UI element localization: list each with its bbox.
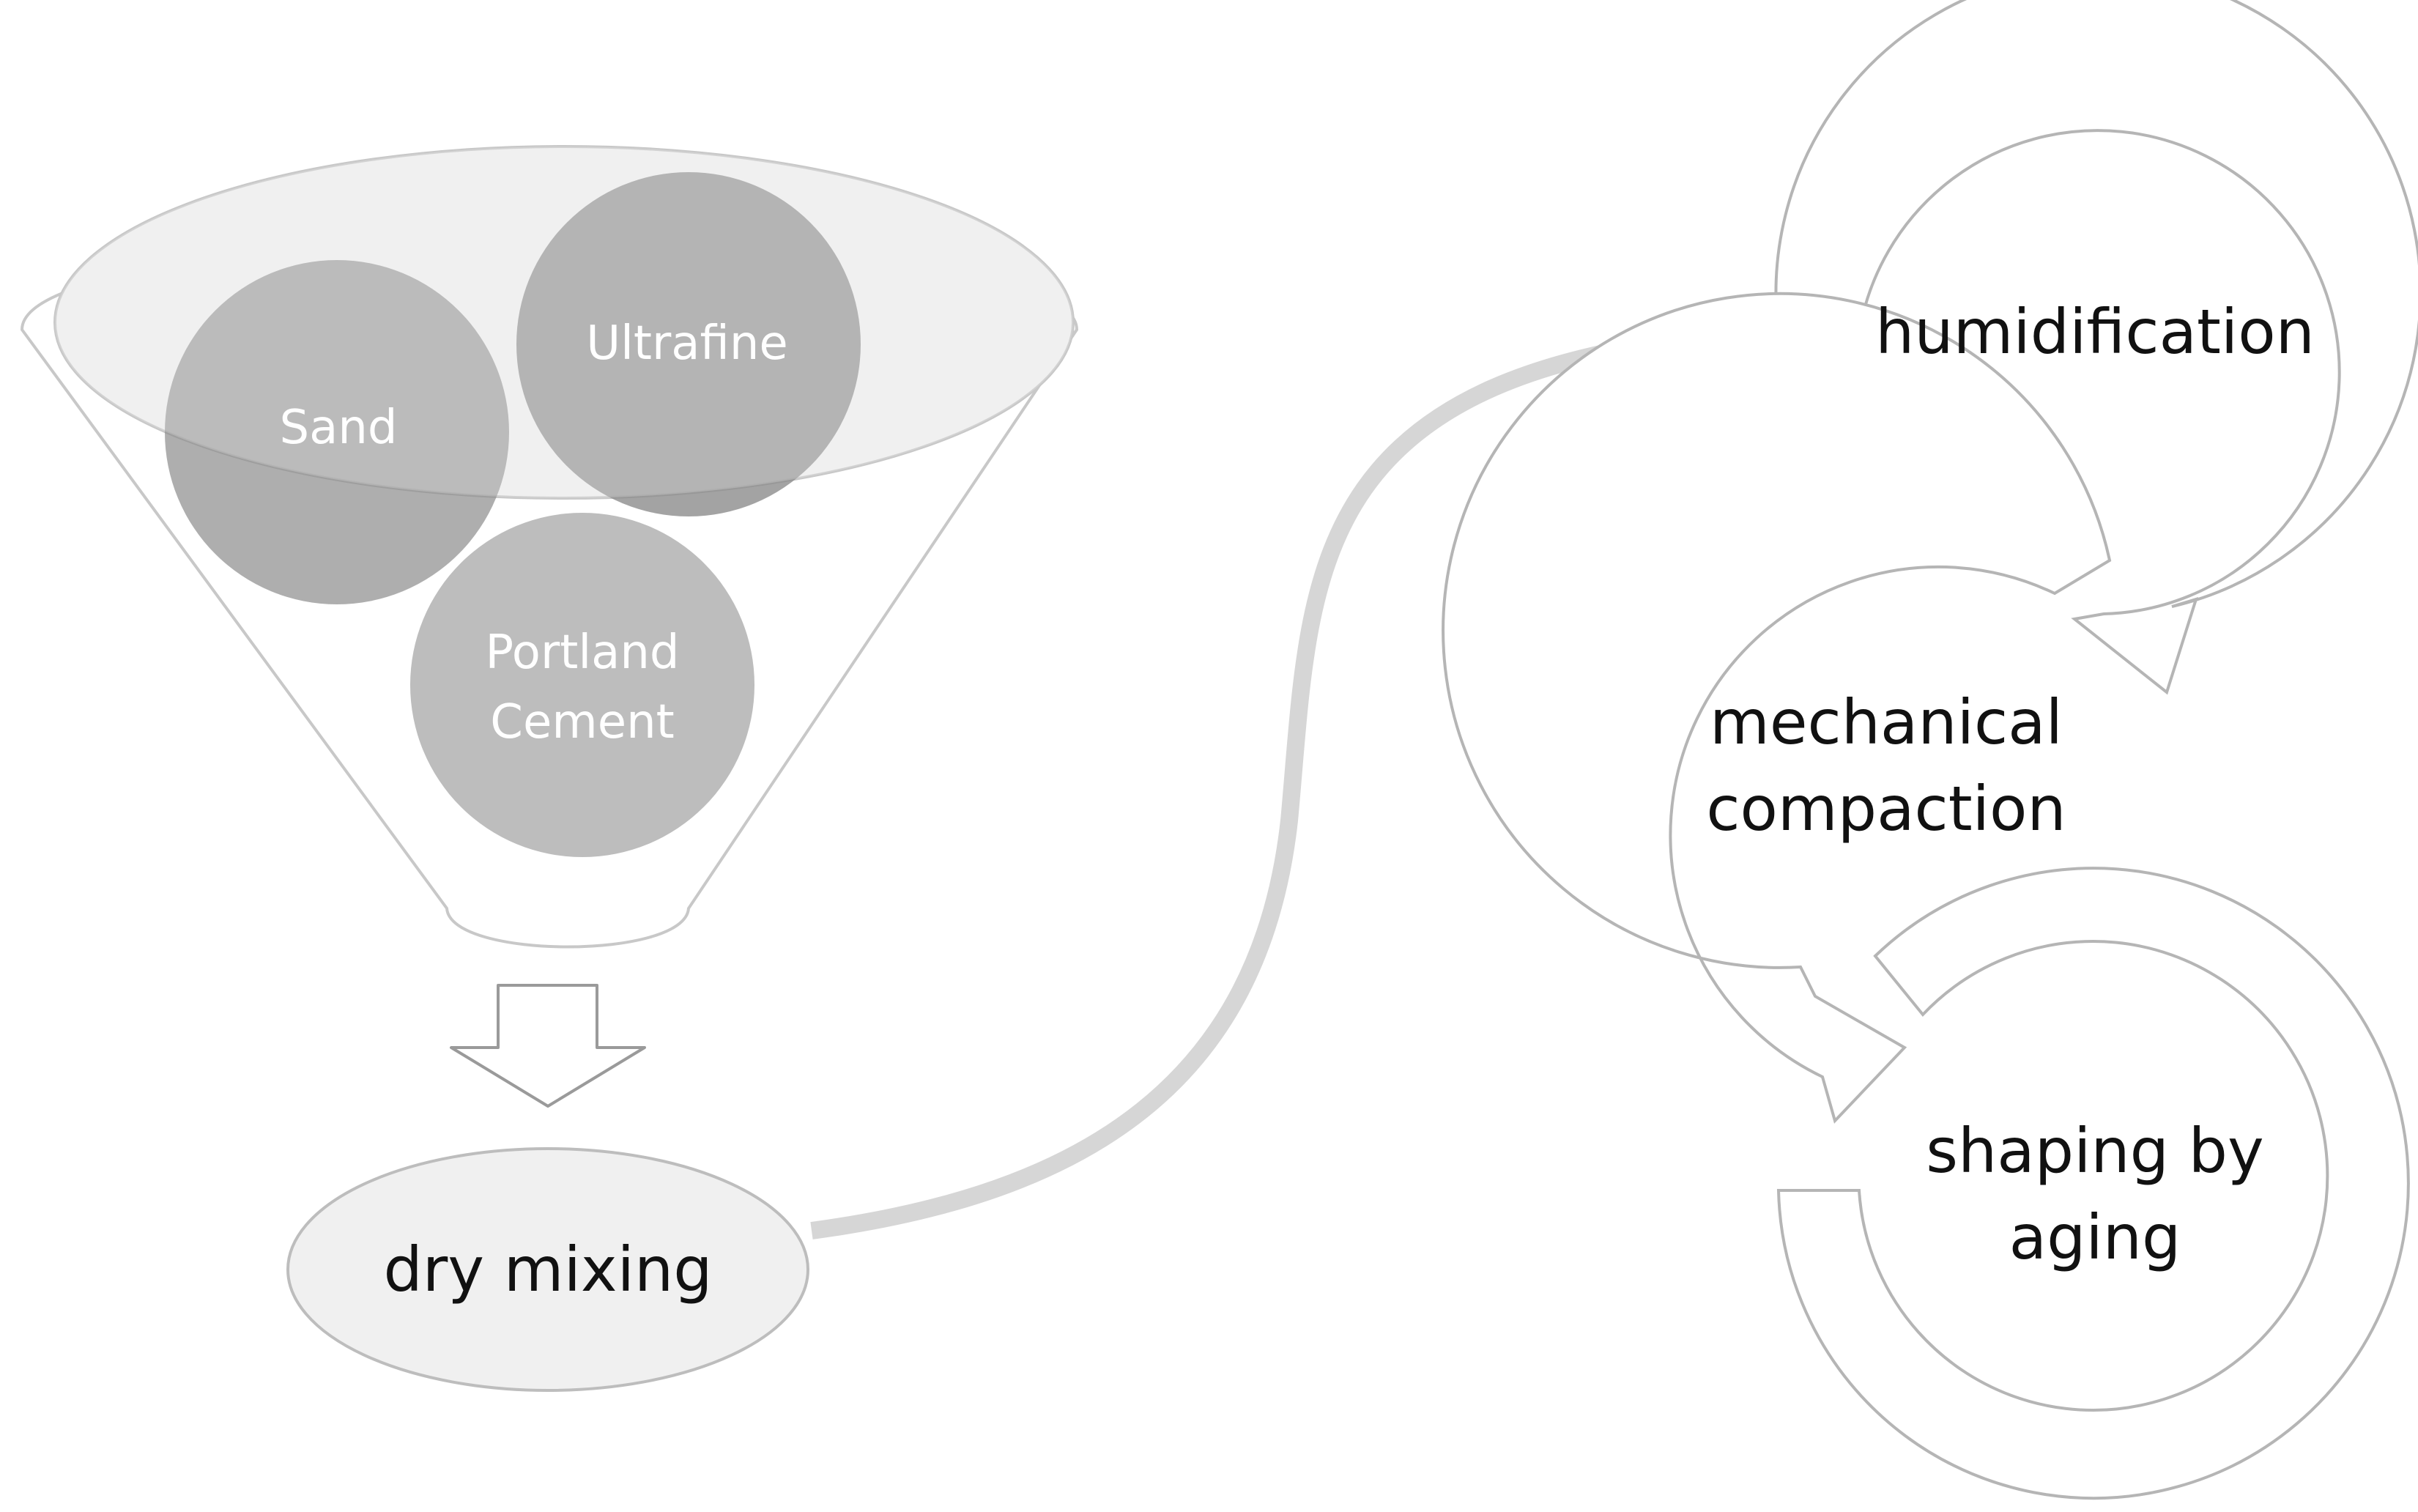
- compaction-arc: [1442, 292, 2112, 1124]
- shaping-label-line1: shaping by: [1926, 1115, 2263, 1187]
- shaping-ring: [1776, 867, 2410, 1500]
- compaction-ring: [1442, 292, 2112, 1124]
- humidification-ring: [1774, 0, 2418, 695]
- dry-mixing-node: [286, 1147, 809, 1392]
- ultrafine-circle: [516, 172, 861, 516]
- compaction-label-line2: compaction: [1706, 773, 2066, 845]
- shaping-arc: [1776, 867, 2410, 1500]
- portland-label-line2: Cement: [490, 695, 674, 749]
- dry-mixing-label: dry mixing: [383, 1234, 712, 1305]
- portland-cement-circle: [410, 513, 754, 857]
- portland-label-line1: Portland: [485, 626, 679, 680]
- ultrafine-label: Ultrafine: [586, 316, 788, 371]
- sand-circle: [165, 260, 509, 604]
- curved-connector: [810, 328, 1708, 1239]
- sand-label: Sand: [279, 401, 397, 455]
- shaping-label-line2: aging: [2009, 1201, 2181, 1273]
- humidification-label: humidification: [1875, 296, 2315, 368]
- down-arrow-icon: [450, 984, 646, 1108]
- humidification-arc: [1774, 0, 2418, 695]
- compaction-label-line1: mechanical: [1710, 686, 2063, 758]
- funnel-rim-overlay: [55, 147, 1073, 498]
